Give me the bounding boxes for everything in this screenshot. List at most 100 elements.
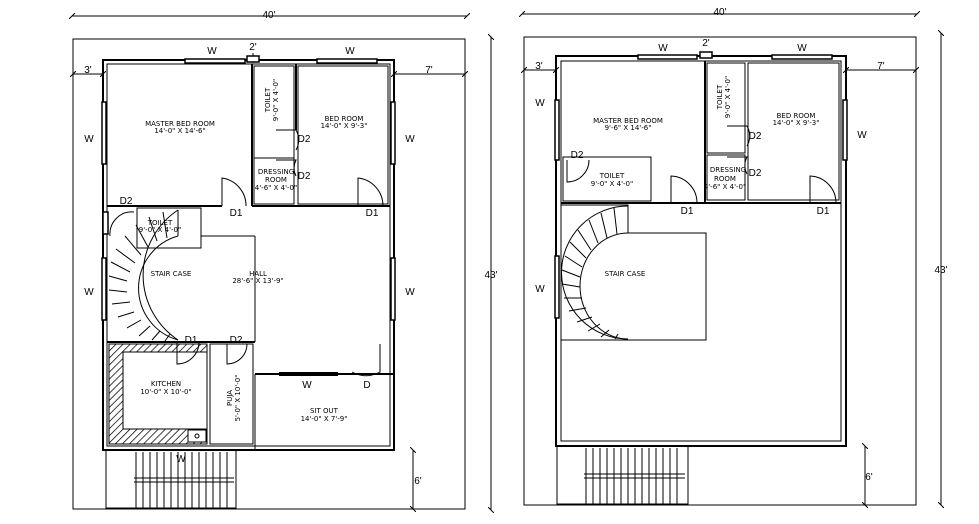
ff-dressing-name: DRESSING <box>710 166 746 174</box>
ff-dressing-walls <box>706 154 746 201</box>
gf-w-label-2: W <box>345 46 355 57</box>
ff-toilet-top-size: 9'-0" X 4'-0" <box>724 76 732 118</box>
ff-stair-treads <box>561 206 629 340</box>
gf-window-right-2 <box>390 257 396 321</box>
plot-boundary <box>72 38 466 510</box>
bottom-setback-label: 6' <box>414 476 422 487</box>
ff-toilet-name: TOILET <box>599 172 625 180</box>
gf-d2-label-3: D2 <box>298 171 311 182</box>
ff-w-label-1: W <box>658 43 668 54</box>
ff-vent-top <box>699 51 713 59</box>
ff-plot-boundary <box>523 36 917 506</box>
gf-toilet-top-name: TOILET <box>264 87 272 113</box>
gf-dressing-name: DRESSING <box>258 168 294 176</box>
gf-w-label-4: W <box>84 287 94 298</box>
gf-main-door <box>351 344 381 377</box>
ff-window-left-2 <box>554 255 560 319</box>
gf-door-master-bed <box>221 177 247 207</box>
gf-bed-room-name: BED ROOM <box>325 115 364 123</box>
ff-door-bed-room <box>809 175 837 204</box>
ff-w-label-3: W <box>535 98 545 109</box>
ff-front-steps <box>584 448 685 504</box>
gf-stair-name: STAIR CASE <box>151 270 192 278</box>
ff-d2-label-1: D2 <box>571 150 584 161</box>
ff-window-left-1 <box>554 99 560 161</box>
gf-w-label-5: W <box>405 134 415 145</box>
gf-window-top-2 <box>316 58 378 64</box>
ff-d2-label-2: D2 <box>749 131 762 142</box>
ff-w-label-4: W <box>535 284 545 295</box>
gf-puja-name: PUJA <box>226 390 234 406</box>
ff-master-bed-size: 9'-6" X 14'-6" <box>605 124 652 132</box>
gf-window-left-1 <box>101 101 107 165</box>
ff-inner-wall-line <box>560 60 842 442</box>
ff-window-top-1 <box>637 54 698 60</box>
gf-master-bed-size: 14'-0" X 14'-6" <box>154 127 205 135</box>
gf-vent-top <box>246 55 260 63</box>
gf-kitchen-size: 10'-0" X 10'-0" <box>140 388 191 396</box>
ff-right-setback-label: 7' <box>877 61 885 72</box>
ff-left-setback-label: 3' <box>535 61 543 72</box>
gf-d1-label-3: D1 <box>185 335 198 346</box>
ff-door-toilet-top <box>727 125 751 147</box>
ff-w-label-5: W <box>857 130 867 141</box>
gf-hall-size: 28'-6" X 13'-9" <box>232 277 283 285</box>
sink-drain-icon <box>194 433 200 439</box>
gf-d1-label-1: D1 <box>230 208 243 219</box>
ff-toilet-walls <box>562 156 652 202</box>
gf-window-right-1 <box>390 101 396 165</box>
gf-w-label-7: W <box>302 380 312 391</box>
ff-toilet-top-name: TOILET <box>716 84 724 110</box>
gf-w-label-8: W <box>176 454 186 465</box>
gf-d-label: D <box>363 380 370 391</box>
ff-width-dimension: 40' <box>713 7 726 18</box>
ff-toilet-size: 9'-0" X 4'-0" <box>591 180 633 188</box>
gf-sitout-size: 14'-0" X 7'-9" <box>301 415 348 423</box>
gf-kitchen-name: KITCHEN <box>151 380 181 388</box>
gf-door-bed-room <box>357 177 384 207</box>
gf-w-label-3: W <box>84 134 94 145</box>
ff-depth-dimension: 43' <box>934 265 947 276</box>
gf-d2-label-1: D2 <box>120 196 133 207</box>
ff-bottom-setback-label: 6' <box>865 472 873 483</box>
gf-d1-label-2: D1 <box>366 208 379 219</box>
ff-stair-name: STAIR CASE <box>605 270 646 278</box>
gf-window-top-1 <box>184 58 246 64</box>
gf-door-puja <box>226 343 248 365</box>
ff-bed-room-walls <box>747 62 840 201</box>
gf-door-toilet-stair <box>109 211 135 237</box>
gf-hall-name: HALL <box>249 270 267 278</box>
gf-toilet-stair-name: TOILET <box>147 219 173 227</box>
ff-d1-label-2: D1 <box>817 206 830 217</box>
gf-bed-room-walls <box>297 65 389 205</box>
front-steps <box>134 452 234 508</box>
gf-w-label-6: W <box>405 287 415 298</box>
ff-door-toilet <box>566 159 590 183</box>
ff-w-label-2: W <box>797 43 807 54</box>
ff-d2-label-3: D2 <box>749 168 762 179</box>
gf-vent-left <box>102 211 109 235</box>
ff-window-top-2 <box>771 54 833 60</box>
gf-door-dressing <box>276 159 297 177</box>
gf-sitout-name: SIT OUT <box>310 407 339 415</box>
gf-master-bed-name: MASTER BED ROOM <box>145 120 215 128</box>
gf-door-kitchen <box>176 341 200 365</box>
gf-dressing-size: 4'-6" X 4'-0" <box>255 184 297 192</box>
ff-stair-outer-arc <box>561 205 629 340</box>
gf-puja-walls <box>209 343 254 445</box>
ground-floor-plan: 40' 43' 3' 7' 2' MASTER BED ROOM 14'-0" … <box>72 10 498 510</box>
first-floor-plan: 40' 43' 3' 7' 2' MASTER BED ROOM 9'-6" X… <box>522 7 948 505</box>
ff-dressing-size: 4'-6" X 4'-0" <box>704 183 746 191</box>
ff-door-master-bed <box>670 175 698 204</box>
left-setback-label: 3' <box>84 65 92 76</box>
ff-door-dressing <box>727 156 748 175</box>
gf-window-left-2 <box>101 257 107 321</box>
depth-dimension: 43' <box>484 270 497 281</box>
ff-bed-room-name: BED ROOM <box>777 112 816 120</box>
right-setback-label: 7' <box>425 65 433 76</box>
gf-dressing-name2: ROOM <box>265 176 287 184</box>
stair-inner-arc <box>138 235 179 341</box>
ff-dressing-name2: ROOM <box>714 175 736 183</box>
gf-d2-label-4: D2 <box>230 335 243 346</box>
